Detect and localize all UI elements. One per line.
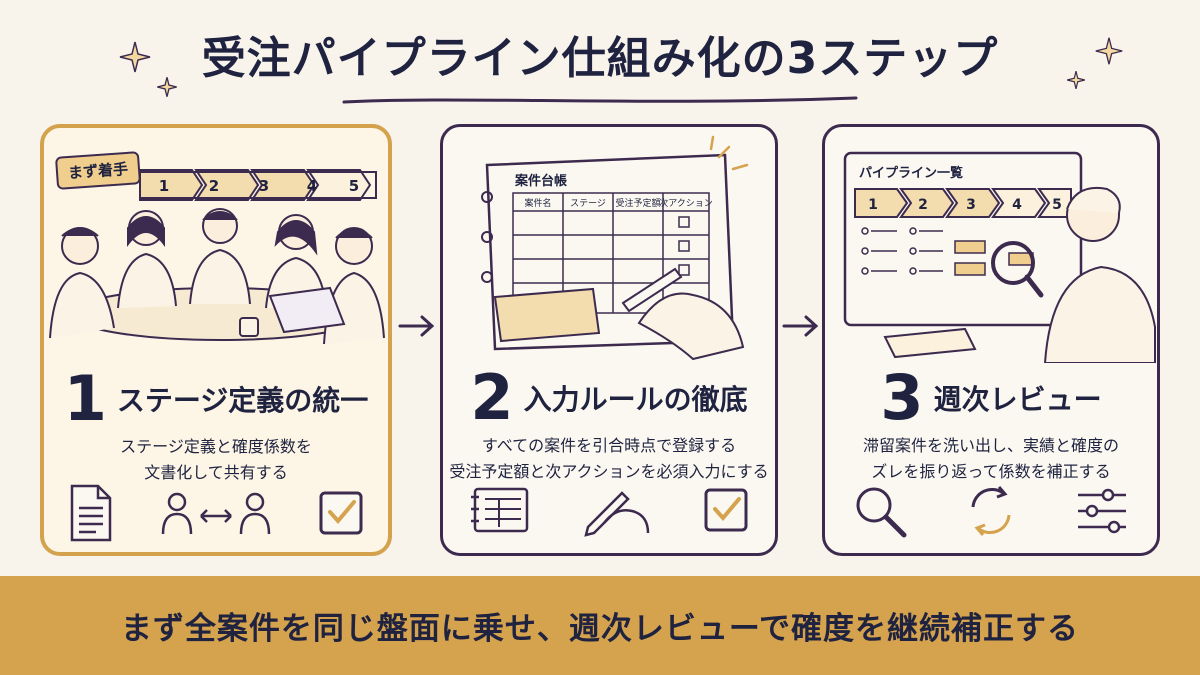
- sparkle-icon: [119, 41, 151, 73]
- step-heading: 1 ステージ定義の統一: [44, 368, 388, 430]
- stage-label: 5: [349, 177, 359, 195]
- checkbox-icon: [704, 488, 748, 532]
- stage-label: 5: [1052, 197, 1062, 213]
- step-icons: [825, 483, 1157, 539]
- ledger-column: 次アクション: [659, 197, 713, 209]
- stage-label: 1: [868, 197, 878, 213]
- description-line: ステージ定義と確度係数を: [120, 437, 312, 456]
- ledger-icon: [470, 487, 528, 533]
- team-meeting-illustration: 1 2 3 4 5: [49, 169, 385, 345]
- sliders-icon: [1077, 488, 1126, 534]
- description-line: 受注予定額と次アクションを必須入力にする: [449, 462, 769, 481]
- start-here-badge: まず着手: [54, 151, 142, 190]
- stage-chevrons: [139, 169, 372, 201]
- step-number: 3: [880, 361, 924, 434]
- step-heading: 3 週次レビュー: [825, 367, 1157, 429]
- page-title: 受注パイプライン仕組み化の3ステップ: [201, 33, 999, 84]
- summary-banner: まず全案件を同じ盤面に乗せ、週次レビューで確度を継続補正する: [0, 576, 1200, 675]
- writing-hand-icon: [584, 491, 650, 537]
- description-line: すべての案件を引合時点で登録する: [481, 436, 737, 455]
- step-3-panel: パイプライン一覧 1 2 3 4 5 3 週: [822, 124, 1160, 556]
- cycle-icon: [971, 486, 1011, 536]
- ledger-column: 受注予定額: [615, 197, 660, 209]
- summary-text: まず全案件を同じ盤面に乗せ、週次レビューで確度を継続補正する: [120, 611, 1080, 647]
- step-number: 2: [470, 361, 514, 434]
- ledger-column: 案件名: [524, 197, 551, 209]
- stage-label: 4: [1012, 197, 1022, 213]
- sparkle-icon: [1095, 37, 1123, 65]
- step-2-panel: 案件台帳 案件名 ステージ 受注予定額 次アクション 2 入力ルールの徹底 すべ…: [440, 124, 778, 556]
- screen-title: パイプライン一覧: [859, 165, 963, 181]
- stage-label: 3: [966, 197, 976, 213]
- stage-label: 4: [307, 177, 317, 195]
- step-description: すべての案件を引合時点で登録する 受注予定額と次アクションを必須入力にする: [443, 433, 775, 485]
- pipeline-review-illustration: パイプライン一覧 1 2 3 4 5: [843, 151, 1156, 363]
- ledger-column: ステージ: [570, 198, 606, 209]
- stage-label: 2: [209, 177, 219, 195]
- people-sync-icon: [161, 492, 271, 535]
- step-title: 入力ルールの徹底: [523, 383, 748, 416]
- ledger-writing-illustration: 案件台帳 案件名 ステージ 受注予定額 次アクション: [481, 135, 749, 361]
- description-line: 滞留案件を洗い出し、実績と確度の: [862, 436, 1119, 455]
- description-line: 文書化して共有する: [144, 463, 288, 482]
- step-heading: 2 入力ルールの徹底: [443, 367, 775, 429]
- ledger-title: 案件台帳: [514, 173, 567, 189]
- step-1-panel: 1 2 3 4 5 まず着手 1 ステージ定義の統一 ステージ定義と: [40, 124, 392, 556]
- stage-label: 3: [259, 177, 269, 195]
- step-title: 週次レビュー: [933, 383, 1102, 416]
- step-description: ステージ定義と確度係数を 文書化して共有する: [44, 434, 388, 486]
- arrow-right-icon: [782, 315, 819, 337]
- stage-label: 2: [918, 197, 928, 213]
- step-description: 滞留案件を洗い出し、実績と確度の ズレを振り返って係数を補正する: [825, 433, 1157, 485]
- checkbox-icon: [319, 491, 363, 535]
- step-icons: [443, 483, 775, 537]
- step-title: ステージ定義の統一: [116, 384, 369, 417]
- document-icon: [70, 484, 111, 542]
- stage-label: 1: [159, 177, 169, 195]
- magnifier-icon: [856, 487, 907, 538]
- step-icons: [44, 484, 388, 542]
- arrow-right-icon: [398, 315, 435, 337]
- description-line: ズレを振り返って係数を補正する: [871, 462, 1111, 481]
- title-underline: [342, 96, 858, 104]
- sparkle-icon: [157, 77, 177, 97]
- sparkle-icon: [1067, 71, 1085, 89]
- step-number: 1: [63, 362, 107, 435]
